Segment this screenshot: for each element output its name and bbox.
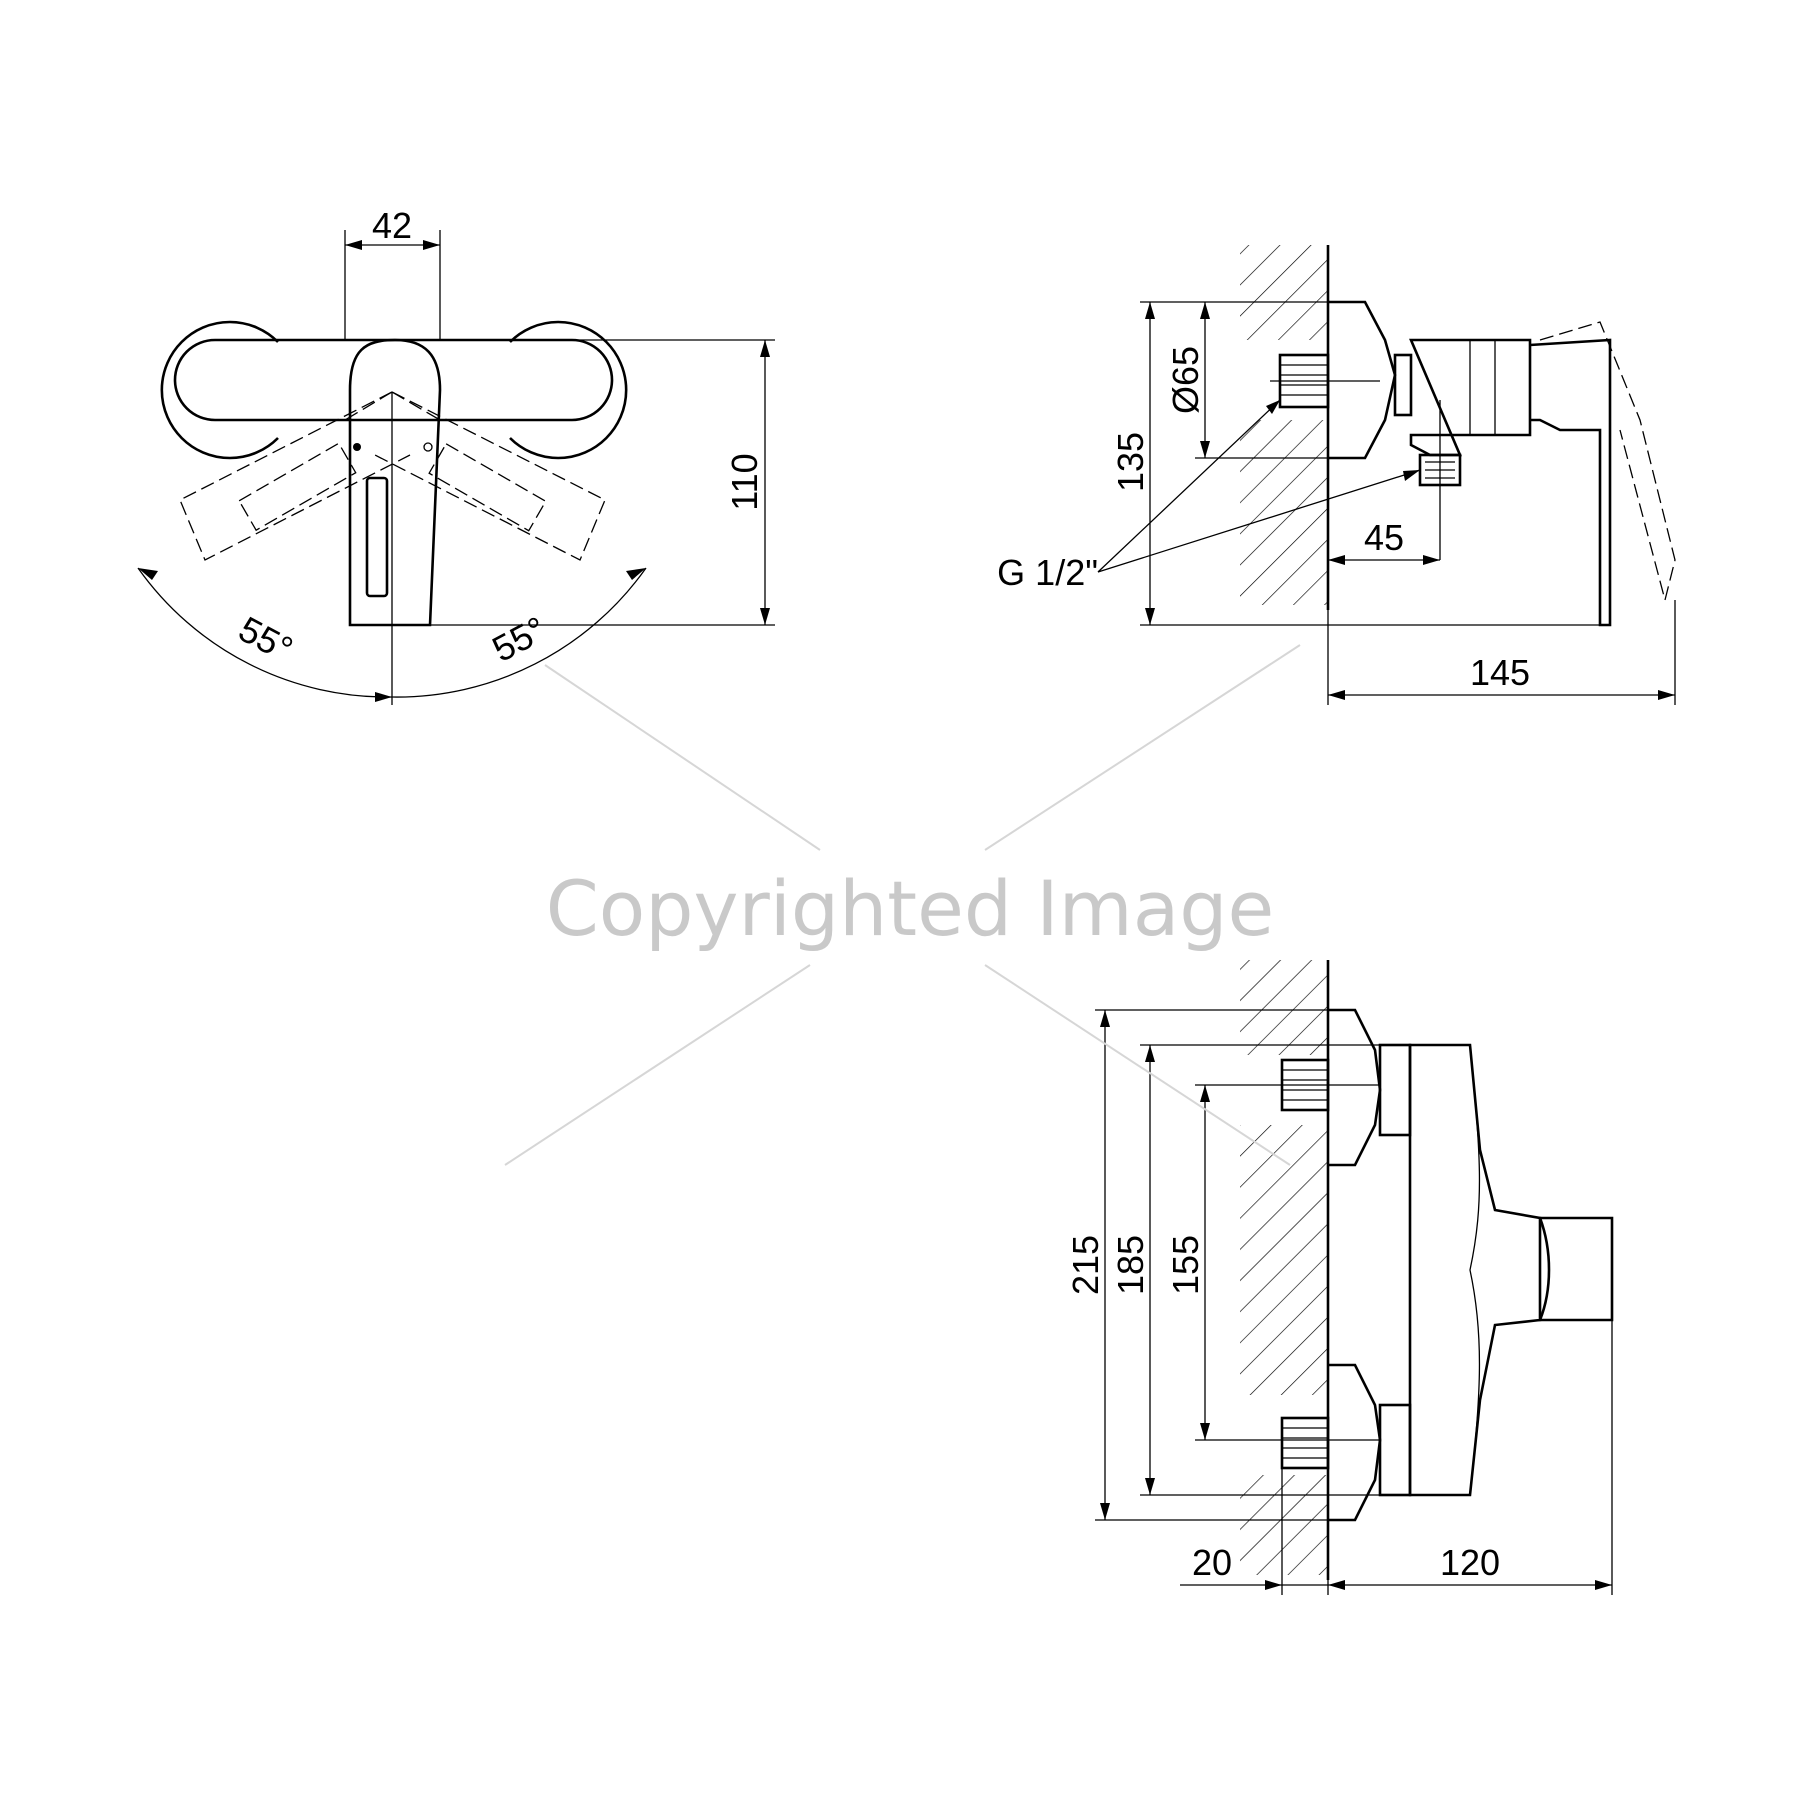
- dim-inner-label: 155: [1165, 1235, 1206, 1295]
- front-view: 42 110 55° 55°: [137, 205, 775, 705]
- lever-front: [348, 338, 442, 627]
- lever-side: [1529, 338, 1612, 627]
- lever-side-rotated: [1539, 321, 1676, 601]
- cartridge-top: [1538, 1216, 1614, 1322]
- dim-middle-185: 185: [1110, 1044, 1410, 1496]
- watermark-text: Copyrighted Image: [546, 864, 1275, 953]
- lever-rotated-left: [179, 391, 441, 561]
- dim-height-135: 135: [1110, 301, 1600, 626]
- dim-depth-120: 120: [1328, 1320, 1613, 1595]
- top-view: 215 185 155 20: [1065, 960, 1614, 1595]
- threaded-inlet: [1270, 353, 1380, 409]
- wall-hatch-top-middle: [1240, 1125, 1328, 1395]
- threaded-outlet: [1418, 400, 1462, 560]
- dim-depth-145: 145: [1327, 600, 1676, 705]
- dim-height-110: 110: [430, 339, 775, 626]
- thread-callout: G 1/2": [997, 399, 1421, 593]
- dim-diameter-65: Ø65: [1165, 301, 1328, 459]
- left-rosette: [160, 320, 279, 460]
- dim-diameter-label: Ø65: [1165, 346, 1206, 414]
- thread-label: G 1/2": [997, 552, 1098, 593]
- wall-hatch-side-upper: [1240, 245, 1328, 340]
- wall-hatch-top-lower: [1240, 1475, 1328, 1575]
- wall-hatch-top-upper: [1240, 960, 1328, 1055]
- eccentric-connector: [1393, 353, 1413, 417]
- dim-width-42: 42: [344, 205, 441, 340]
- dim-depth-label: 145: [1470, 652, 1530, 693]
- dim-outer-label: 215: [1065, 1235, 1106, 1295]
- mixer-body-top: [1408, 1043, 1542, 1497]
- dim-angles: 55° 55°: [137, 392, 647, 705]
- dim-total-height-label: 135: [1110, 432, 1151, 492]
- right-rosette: [509, 320, 628, 460]
- dim-offset-label: 45: [1364, 517, 1404, 558]
- lever-rotated-right: [344, 391, 606, 561]
- dim-inner-155: 155: [1165, 1084, 1380, 1441]
- lever-slot: [365, 476, 389, 598]
- dim-height-label: 110: [724, 453, 765, 510]
- watermark: Copyrighted Image: [504, 644, 1301, 1166]
- side-view: Ø65 135 45 145: [997, 245, 1676, 705]
- dim-eccentric-20: 20: [1180, 1468, 1345, 1595]
- mixer-body-front: [173, 338, 614, 422]
- cold-indicator-dot: [423, 442, 433, 452]
- dim-eccentric-label: 20: [1192, 1542, 1232, 1583]
- dim-offset-45: 45: [1328, 517, 1440, 565]
- dim-middle-label: 185: [1110, 1235, 1151, 1295]
- dim-outer-215: 215: [1065, 1009, 1328, 1521]
- rosette-profile: [1328, 300, 1397, 460]
- dim-depth-label: 120: [1440, 1542, 1500, 1583]
- hot-indicator-dot: [353, 443, 361, 451]
- dim-width-label: 42: [372, 205, 412, 246]
